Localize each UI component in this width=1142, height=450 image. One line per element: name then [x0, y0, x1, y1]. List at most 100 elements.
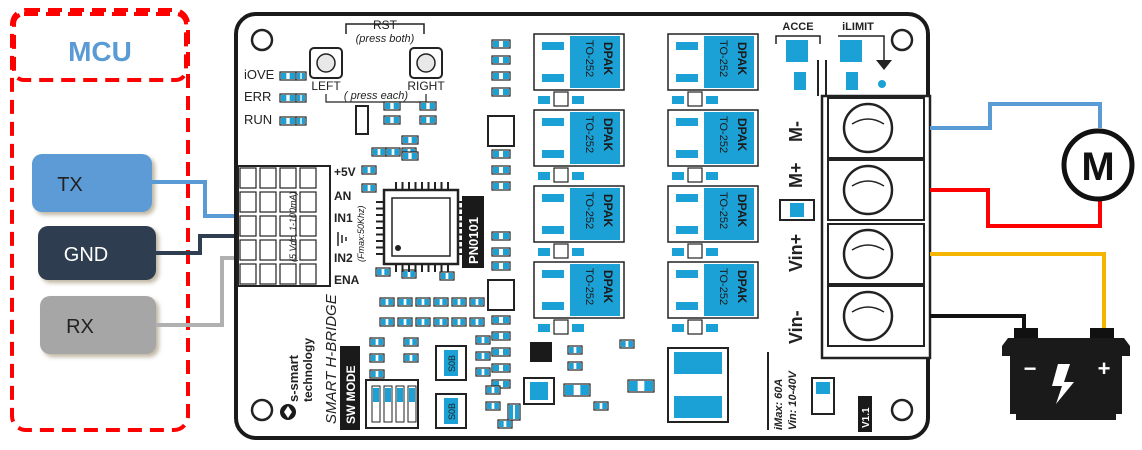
smd-pad [487, 387, 492, 393]
version-box [858, 396, 872, 432]
smd-pad [370, 167, 375, 173]
header-cell [239, 215, 257, 237]
smd-pad [281, 73, 287, 79]
smd-pad [503, 233, 509, 239]
smd-body [383, 101, 401, 111]
smd-body [469, 317, 485, 327]
smd-body [419, 101, 437, 111]
smd-body [491, 315, 511, 325]
mosfet-lead [542, 150, 564, 158]
ilimit-pot [840, 40, 862, 62]
header-cell [279, 167, 297, 189]
smd-part [295, 93, 307, 103]
smd-part [383, 101, 401, 111]
inductor-band-1 [674, 352, 722, 374]
mosfet-pad [553, 91, 569, 107]
mosfet-pad [706, 248, 718, 256]
smd-body [375, 267, 391, 277]
mosfet-lead [676, 42, 698, 50]
smd-pad [377, 269, 382, 275]
smd-body [369, 369, 385, 379]
smd-part [491, 231, 511, 241]
smd-pad [471, 319, 476, 325]
smd-pad [371, 339, 376, 345]
mosfet-pad [553, 243, 569, 259]
ilimit-label: iLIMIT [842, 21, 874, 33]
smd-part [369, 353, 385, 363]
right-button-knob [416, 53, 436, 73]
smd-pad [385, 117, 391, 123]
header-cell [279, 215, 297, 237]
header-cell [259, 215, 277, 237]
smd-pad [435, 319, 440, 325]
mosfet-pad [572, 324, 584, 332]
smd-pad [493, 317, 499, 323]
smd-pad [503, 333, 509, 339]
mosfet-label-package: DPAK [735, 42, 749, 75]
bottom-diode-band [816, 382, 830, 394]
mosfet-pad [572, 172, 584, 180]
led-pads [279, 71, 307, 126]
smd-pad [478, 299, 483, 305]
gnd-pin-box [38, 226, 156, 280]
brand-sub: technology [301, 338, 315, 402]
rx-wire [156, 256, 240, 327]
smd-part [403, 353, 419, 363]
smd-pad [405, 339, 410, 345]
mosfet-lead [542, 302, 564, 310]
smd-body [379, 317, 395, 327]
mosfet-lead [676, 302, 698, 310]
mcu-outline [10, 8, 190, 432]
smd-body [619, 339, 635, 349]
terminal-label-vin-minus: Vin- [786, 310, 806, 344]
smd-pad [460, 319, 465, 325]
dip-switch-keys [371, 385, 417, 423]
header-pin-in1: IN1 [334, 211, 353, 225]
left-button-label: LEFT [311, 79, 341, 93]
smd-body [491, 149, 511, 159]
smd-part [469, 317, 485, 327]
smd-pad [477, 337, 482, 343]
smd-pad [363, 167, 368, 173]
header-cell [299, 215, 317, 237]
smd-body [567, 345, 583, 355]
ilimit-dot [878, 80, 886, 88]
smd-part [379, 317, 395, 327]
smd-pad [453, 319, 458, 325]
smd-part [475, 367, 491, 377]
mosfet-lead [676, 270, 698, 278]
smd-body [491, 247, 511, 257]
screw-head [842, 102, 894, 154]
smd-part [419, 101, 437, 111]
smd-pad [503, 263, 509, 269]
header-cell [259, 239, 277, 261]
smd-part [397, 317, 413, 327]
smd-pad [442, 299, 447, 305]
smd-part [619, 339, 635, 349]
smd-pad [442, 319, 447, 325]
smd-part [497, 419, 513, 429]
smd-pad [628, 341, 633, 347]
smd-pad [417, 299, 422, 305]
smd-part [451, 317, 467, 327]
smd-pad [503, 151, 509, 157]
smd-pad [399, 299, 404, 305]
smd-body [491, 331, 511, 341]
smd-pad [484, 369, 489, 375]
right-button-label: RIGHT [407, 79, 445, 93]
smd-body [491, 39, 511, 49]
header-cell [299, 263, 317, 285]
smd-pad [509, 405, 513, 419]
smd-pad [406, 299, 411, 305]
mcu-title-box [12, 12, 188, 82]
ground-symbol [337, 232, 347, 246]
smd-pad [406, 319, 411, 325]
chip-id-label: PN0101 [466, 217, 481, 264]
smd-part [627, 379, 655, 393]
mosfet-pad [672, 248, 684, 256]
terminal-label-m-plus: M+ [786, 162, 806, 188]
smd-body [451, 317, 467, 327]
mosfet-lead [542, 194, 564, 202]
